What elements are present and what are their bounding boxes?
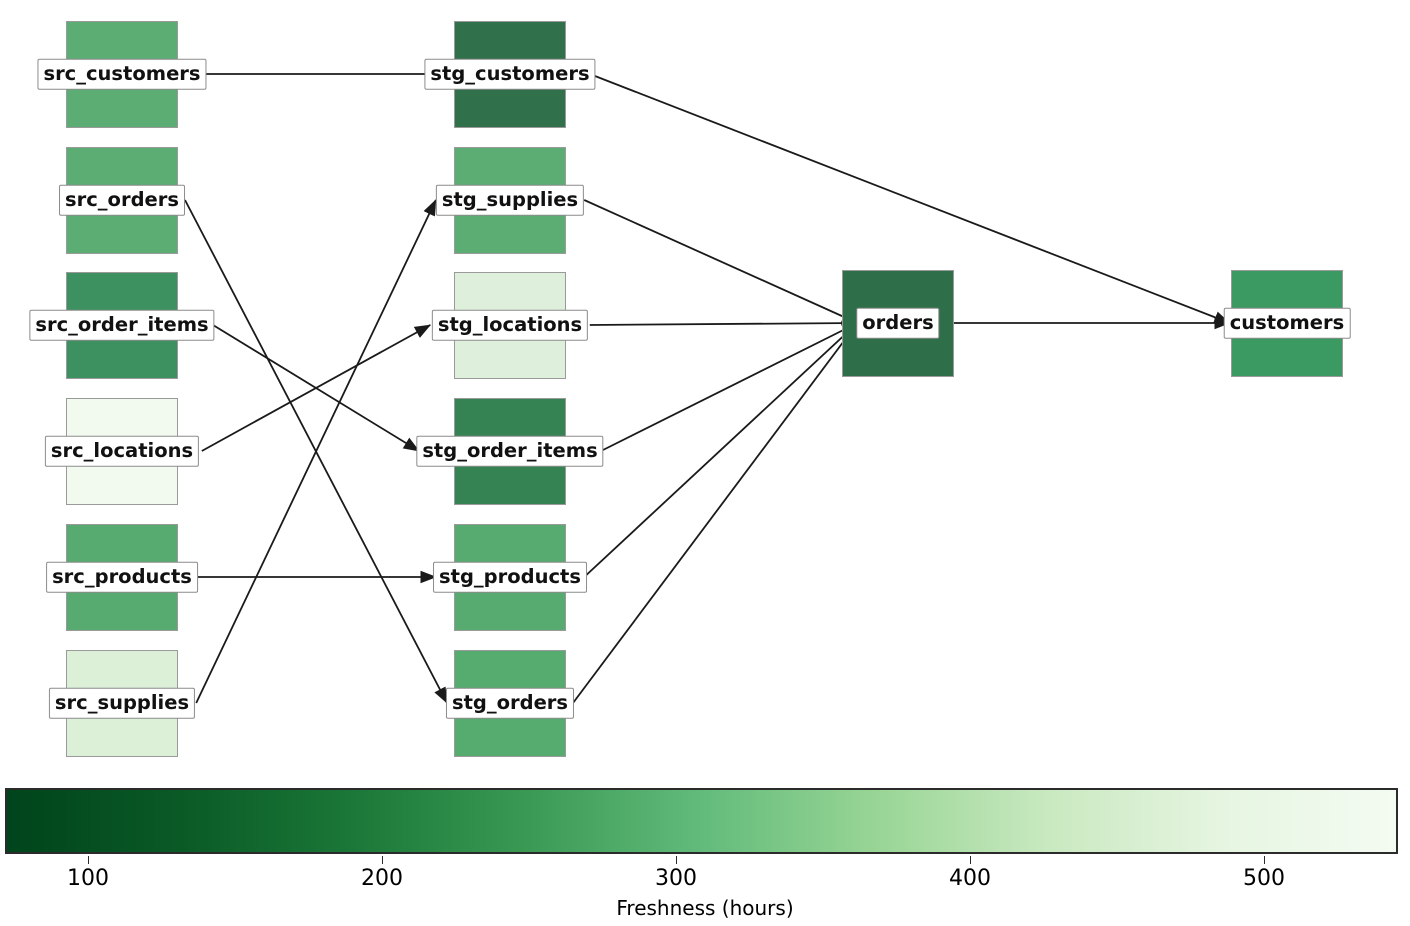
node-label-orders[interactable]: orders [856,307,940,339]
node-label-src_orders[interactable]: src_orders [59,184,185,216]
node-label-stg_orders[interactable]: stg_orders [445,687,575,719]
node-label-stg_order_items[interactable]: stg_order_items [416,435,604,467]
colorbar-tick-label: 300 [655,866,697,891]
colorbar-tick-label: 400 [949,866,991,891]
colorbar-gradient [5,788,1398,854]
edge-stg_order_items-to-orders [600,322,859,452]
node-label-customers[interactable]: customers [1223,307,1351,339]
node-label-stg_customers[interactable]: stg_customers [424,58,596,90]
node-label-src_locations[interactable]: src_locations [44,435,200,467]
colorbar-tick-mark [88,856,89,864]
node-label-stg_products[interactable]: stg_products [433,561,587,593]
node-label-stg_supplies[interactable]: stg_supplies [435,184,585,216]
node-label-src_order_items[interactable]: src_order_items [29,309,215,341]
node-label-stg_locations[interactable]: stg_locations [431,309,589,341]
colorbar-tick-mark [676,856,677,864]
edge-src_locations-to-stg_locations [201,324,431,452]
colorbar-tick-label: 100 [67,866,109,891]
colorbar-tick-mark [1264,856,1265,864]
edge-stg_customers-to-customers [589,73,1231,324]
edge-stg_supplies-to-orders [583,199,859,324]
node-label-src_supplies[interactable]: src_supplies [48,687,196,719]
colorbar-title: Freshness (hours) [616,896,794,920]
colorbar-tick-mark [970,856,971,864]
node-label-src_customers[interactable]: src_customers [37,58,207,90]
edge-src_supplies-to-stg_supplies [195,199,437,704]
colorbar-tick-label: 500 [1243,866,1285,891]
colorbar [5,788,1398,854]
edge-stg_orders-to-orders [572,322,859,704]
edge-stg_locations-to-orders [589,316,859,330]
colorbar-tick-mark [382,856,383,864]
edge-stg_products-to-orders [583,322,859,578]
node-label-src_products[interactable]: src_products [46,561,198,593]
colorbar-tick-label: 200 [361,866,403,891]
